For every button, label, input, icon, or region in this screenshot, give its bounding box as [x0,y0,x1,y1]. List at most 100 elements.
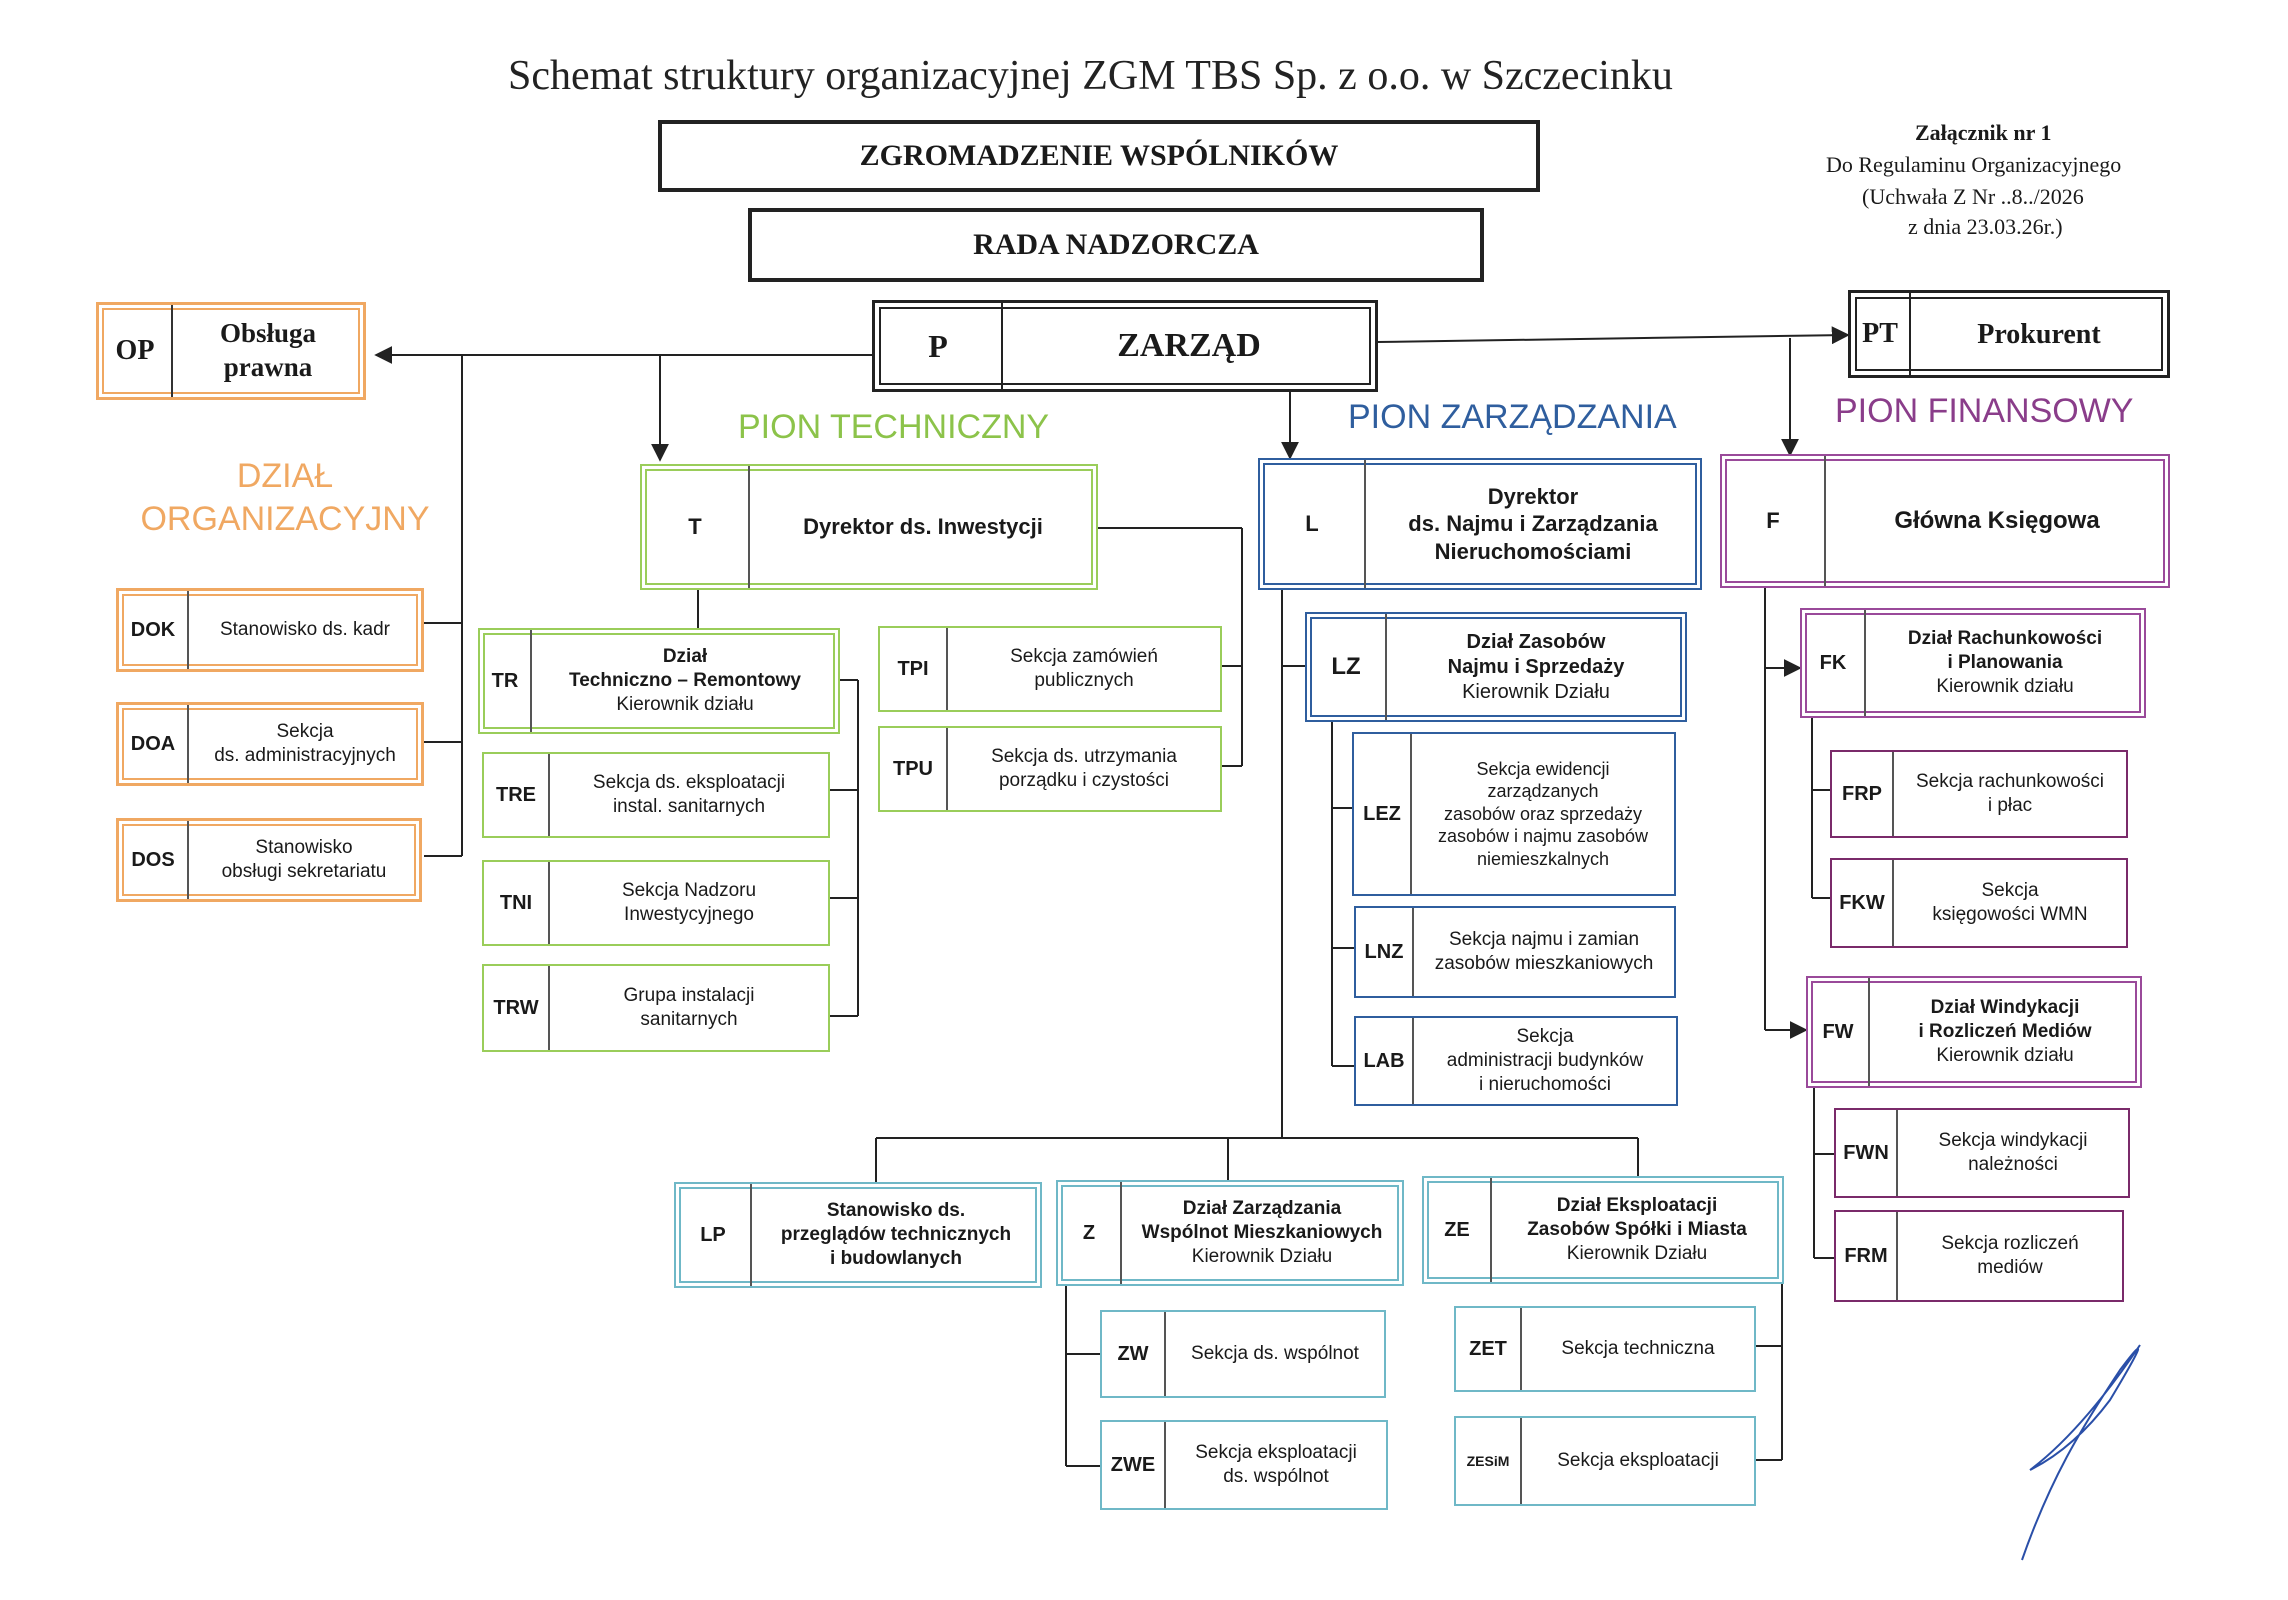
unit-label-line: niemieszkalnych [1476,848,1610,869]
unit-label-line: Sekcja zamówień [1010,646,1158,668]
management-box: P ZARZĄD [872,300,1378,392]
unit-label-line: ds. administracyjnych [214,745,396,766]
unit-label-line: Sekcja najmu i zamian [1448,929,1640,951]
unit-label-line: Sekcja eksploatacji [1195,1442,1357,1464]
unit-label-line: Dział Windykacji [1930,997,2080,1019]
annex-line-4: z dnia 23.03.26r.) [1908,214,2063,239]
unit-label-line: instal. sanitarnych [612,796,766,817]
unit-code-tpi: TPI [880,628,948,710]
unit-code-fkw: FKW [1832,860,1894,946]
unit-code-fwn: FWN [1836,1110,1898,1196]
board-label: RADA NADZORCZA [973,228,1259,261]
unit-label-line: i płac [1987,795,2033,816]
unit-label-line: Sekcja ds. utrzymania [991,746,1177,768]
unit-label-line: Główna Księgowa [1894,507,2100,534]
unit-label-line: Kierownik Działu [1462,680,1610,703]
unit-label-line: Kierownik Działu [1566,1242,1708,1264]
unit-code-lab: LAB [1356,1018,1414,1104]
unit-code-lnz: LNZ [1356,908,1414,996]
unit-label-line: Sekcja ds. eksploatacji [592,772,786,794]
legal-box: OP Obsługa prawna [96,302,366,400]
proxy-label: Prokurent [1977,318,2101,350]
unit-label-line: Stanowisko ds. kadr [219,619,391,641]
proxy-box: PT Prokurent [1848,290,2170,378]
unit-label-line: Nieruchomościami [1434,538,1632,564]
unit-code-l: L [1260,460,1366,588]
unit-label-line: Kierownik działu [1936,675,2074,697]
unit-label-line: księgowości WMN [1932,904,2088,925]
unit-code-lez: LEZ [1354,734,1412,894]
unit-label-line: i budowlanych [830,1247,962,1269]
unit-label-line: zasobów i najmu zasobów [1437,826,1649,847]
unit-label-line: Wspólnot Mieszkaniowych [1141,1222,1383,1244]
unit-label-line: Sekcja ds. wspólnot [1191,1343,1359,1365]
org-heading-line-1: DZIAŁ [236,457,334,495]
signature [2021,1344,2141,1561]
unit-code-doa: DOA [119,705,189,783]
unit-label-line: Dział Rachunkowości [1907,628,2103,650]
unit-code-dos: DOS [119,821,189,899]
unit-label-line: zarządzanych [1487,781,1599,802]
unit-label-line: Zasobów Spółki i Miasta [1527,1219,1747,1241]
unit-label-line: Sekcja windykacji [1938,1130,2088,1152]
unit-code-tr: TR [480,630,532,732]
unit-code-t: T [642,466,750,588]
unit-label-line: Sekcja rozliczeń [1941,1233,2079,1255]
legal-code: OP [99,305,173,397]
unit-label-line: Dział Eksploatacji [1556,1195,1718,1217]
unit-label-line: Sekcja ewidencji [1476,758,1610,779]
unit-code-fk: FK [1802,610,1866,716]
assembly-box: ZGROMADZENIE WSPÓLNIKÓW [658,120,1540,192]
unit-label-f: Główna Księgowa [1826,456,2168,586]
unit-label-line: Dział [662,646,708,668]
unit-label-line: Kierownik działu [616,693,754,715]
tech-heading: PION TECHNICZNY [738,408,1050,446]
unit-label-line: sanitarnych [640,1009,738,1030]
unit-code-zet: ZET [1456,1308,1522,1390]
unit-code-lp: LP [676,1184,752,1286]
assembly-label: ZGROMADZENIE WSPÓLNIKÓW [859,139,1339,172]
unit-label-line: Sekcja [1516,1026,1574,1048]
org-heading: DZIAŁ ORGANIZACYJNY [120,455,450,540]
unit-label-t: Dyrektor ds. Inwestycji [750,466,1096,588]
unit-code-zwe: ZWE [1102,1422,1166,1508]
annex-line-1: Załącznik nr 1 [1915,120,2052,145]
board-box: RADA NADZORCZA [748,208,1484,282]
unit-label-line: Najmu i Sprzedaży [1447,655,1625,678]
unit-label-line: i nieruchomości [1479,1073,1611,1095]
unit-label-line: Grupa instalacji [623,985,755,1007]
unit-label-line: Kierownik działu [1936,1044,2074,1066]
